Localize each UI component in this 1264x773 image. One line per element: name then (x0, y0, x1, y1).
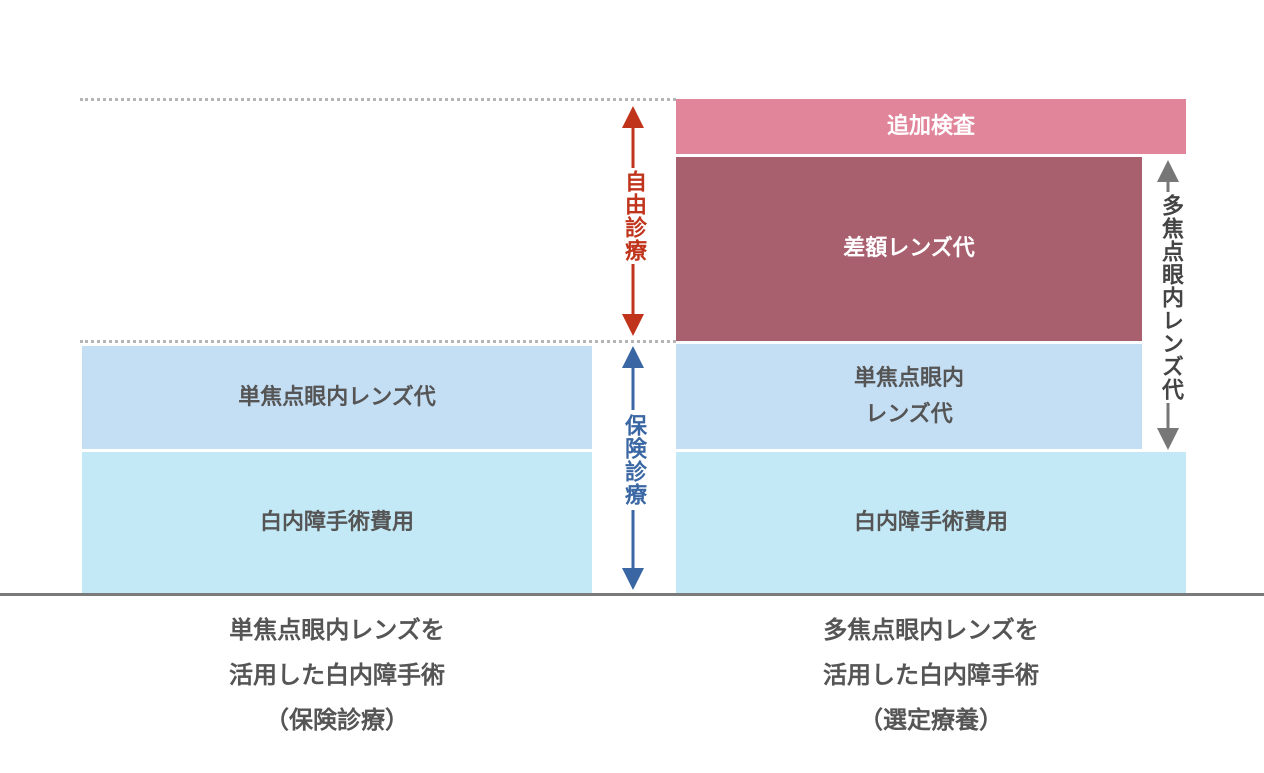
right-cataract-surgery-label: 白内障手術費用 (853, 509, 1008, 535)
right-cataract-surgery-block: 白内障手術費用 (676, 452, 1186, 593)
right-caption: 多焦点眼内レンズを 活用した白内障手術 （選定療養） (823, 616, 1039, 734)
left-caption: 単焦点眼内レンズを 活用した白内障手術 （保険診療） (229, 616, 445, 734)
right-monofocal-lens-label: 単焦点眼内 レンズ代 (853, 365, 964, 427)
right-monofocal-lens-block: 単焦点眼内 レンズ代 (676, 344, 1142, 449)
free-treatment-label: 自由診療 (618, 168, 648, 264)
additional-exam-label: 追加検査 (886, 113, 975, 139)
multifocal-lens-label: 多焦点眼内レンズ代 (1153, 192, 1183, 403)
difference-lens-label: 差額レンズ代 (843, 236, 975, 261)
left-monofocal-lens-label: 単焦点眼内レンズ代 (238, 384, 436, 410)
left-cataract-surgery-label: 白内障手術費用 (259, 509, 414, 535)
insurance-boundary-guide-line (80, 340, 676, 343)
left-monofocal-lens-block: 単焦点眼内レンズ代 (82, 346, 592, 449)
additional-exam-block: 追加検査 (676, 99, 1186, 154)
free-treatment-upper-guide-line (80, 98, 676, 101)
left-cataract-surgery-block: 白内障手術費用 (82, 452, 592, 593)
insurance-treatment-label: 保険診療 (618, 410, 648, 510)
baseline (0, 593, 1264, 596)
difference-lens-block: 差額レンズ代 (676, 157, 1142, 341)
